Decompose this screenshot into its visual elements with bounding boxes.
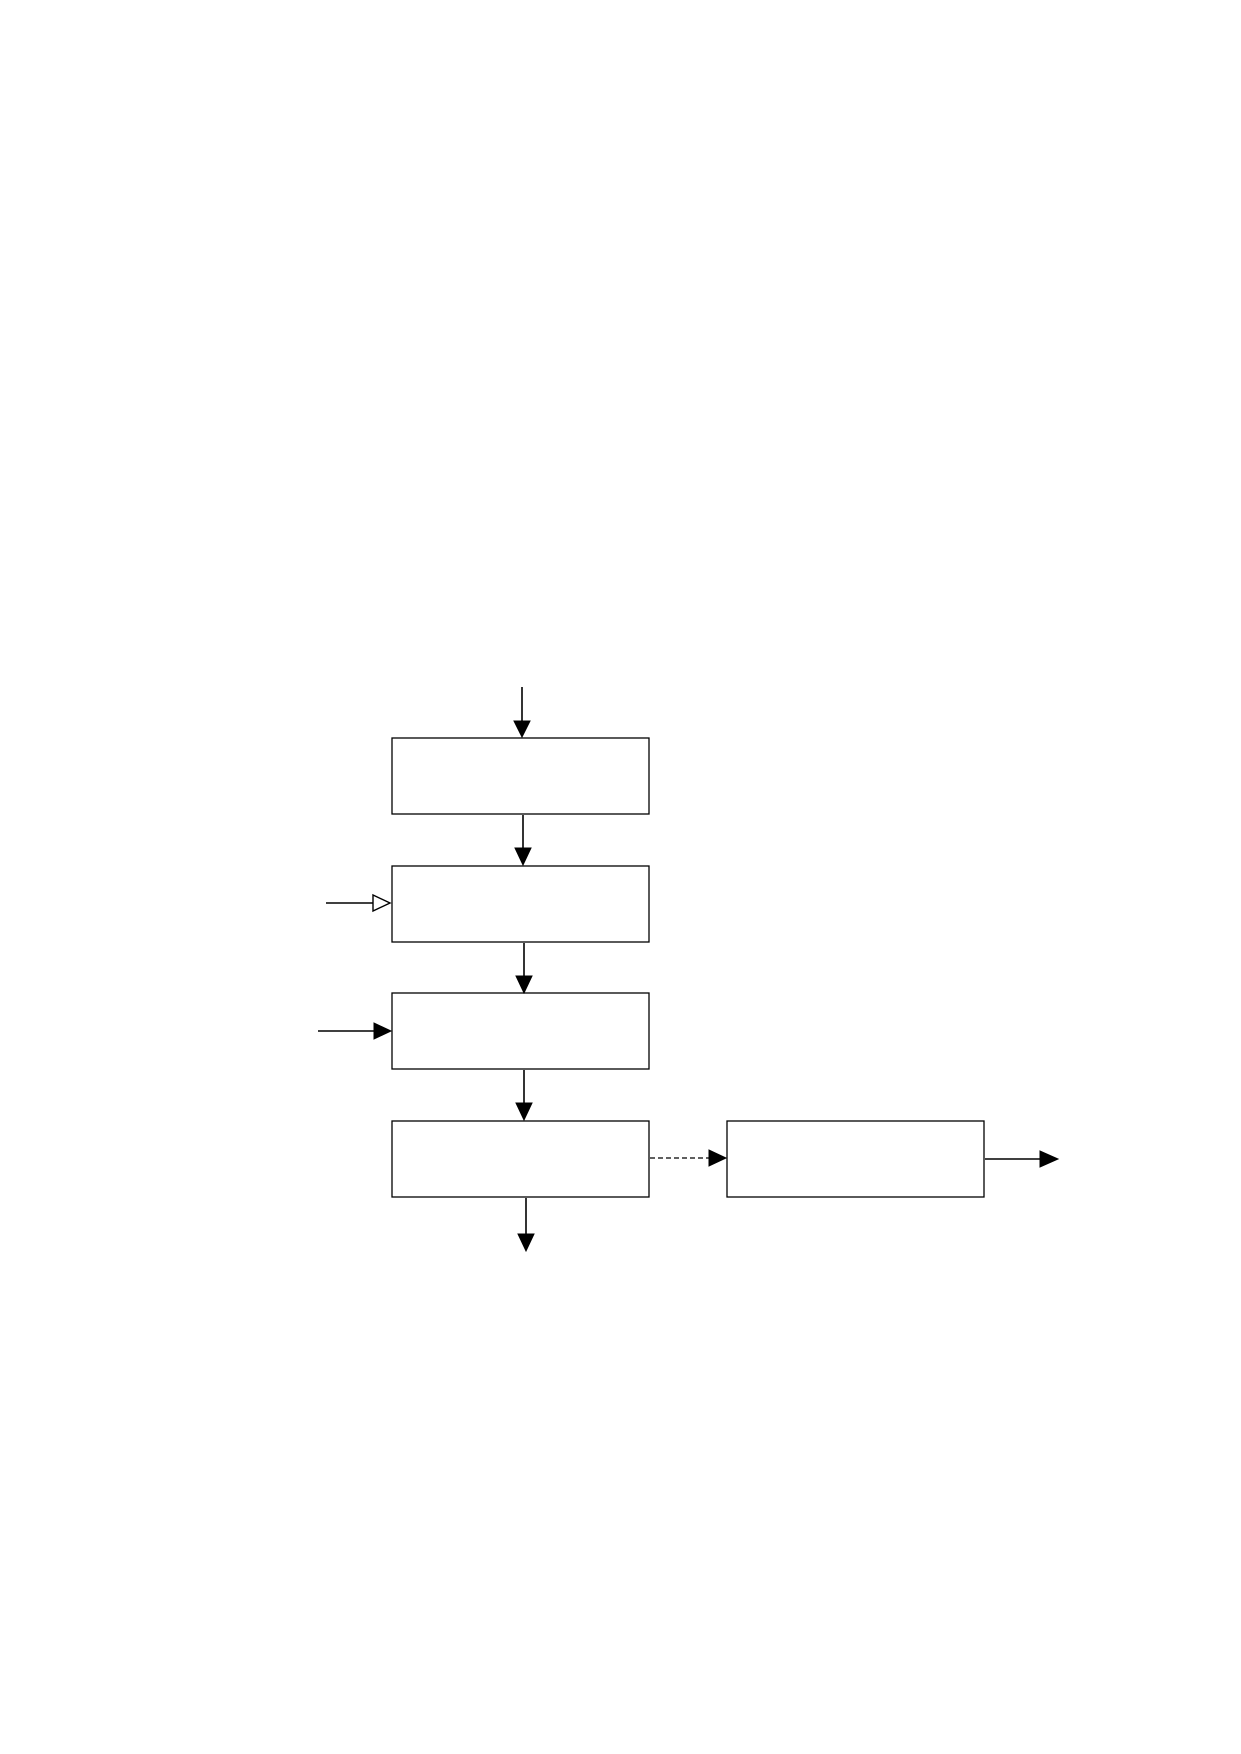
arrowhead-icon: [373, 1022, 393, 1040]
step-3-box: [391, 992, 650, 1070]
arrowhead-icon: [517, 1233, 535, 1253]
arrow-output-exit: [985, 1150, 1060, 1168]
step-2-box: [391, 865, 650, 943]
arrow-step-1-to-step-2: [514, 815, 532, 867]
arrow-step-4-to-output: [650, 1149, 728, 1167]
output-box: [726, 1120, 985, 1198]
step-4-box: [391, 1120, 650, 1198]
arrowhead-icon: [515, 1102, 533, 1122]
step-1-box: [391, 737, 650, 815]
arrowhead-icon: [515, 975, 533, 995]
arrowhead-icon: [513, 720, 531, 739]
arrow-side-input-to-step-3: [318, 1022, 393, 1040]
open-arrowhead-icon: [372, 893, 392, 913]
arrowhead-icon: [708, 1149, 728, 1167]
arrowhead-icon: [1039, 1150, 1060, 1168]
arrow-step-2-to-step-3: [515, 943, 533, 995]
arrow-step-3-to-step-4: [515, 1070, 533, 1122]
arrow-input-to-step-1: [513, 687, 531, 739]
arrow-step-4-exit: [517, 1198, 535, 1253]
arrowhead-icon: [514, 847, 532, 867]
arrow-side-input-to-step-2: [326, 893, 392, 913]
